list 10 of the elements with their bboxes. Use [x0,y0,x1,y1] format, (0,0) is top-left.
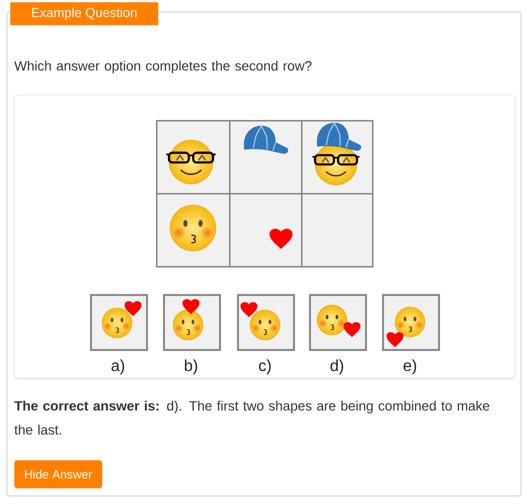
answer-text: The correct answer is: d). The first two shapes are being combined to make the last. [14,400,490,435]
option-label: b) [184,359,198,374]
heading-tab: Example Question [10,2,158,26]
option-label: d) [330,359,344,374]
question-text: Which answer option completes the second row? [14,60,312,74]
option-label: e) [404,359,416,374]
option-label: c) [259,359,271,374]
button: Hide Answer [14,460,102,488]
grid-cell [301,193,374,268]
option-label: a) [112,359,124,374]
